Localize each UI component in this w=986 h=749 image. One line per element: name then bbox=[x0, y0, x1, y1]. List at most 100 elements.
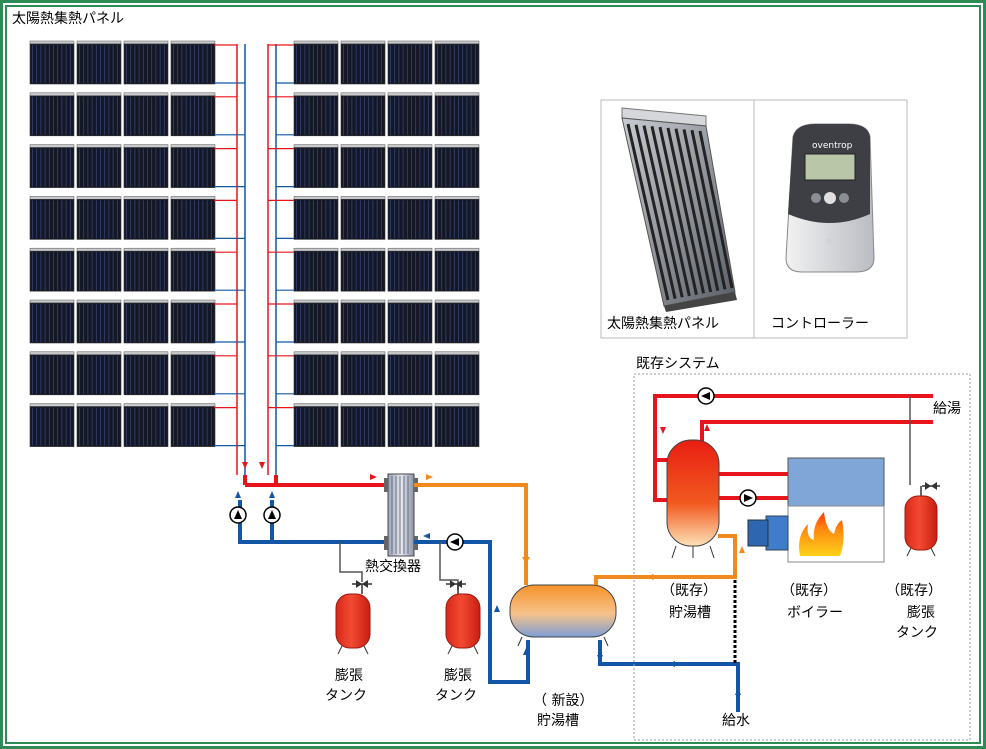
collector-panel bbox=[76, 92, 122, 137]
expansion-tank-1-label-line2: タンク bbox=[325, 688, 367, 704]
water-supply-label: 給水 bbox=[722, 713, 750, 729]
collector-panel bbox=[387, 247, 433, 292]
existing-boiler-label-line1: （既存） bbox=[781, 583, 837, 599]
collector-panel bbox=[170, 196, 216, 240]
collector-panel bbox=[434, 403, 480, 447]
collector-panel bbox=[293, 40, 339, 85]
collector-panel bbox=[76, 144, 122, 188]
expansion-tank-1-label-line1: 膨張 bbox=[335, 667, 363, 684]
flow-arrows-small bbox=[235, 462, 433, 539]
collector-array-right bbox=[293, 40, 480, 447]
collector-panel bbox=[340, 351, 386, 396]
collector-tube bbox=[674, 128, 713, 293]
collector-tube bbox=[698, 130, 734, 289]
collector-panel bbox=[340, 299, 386, 344]
new-storage-tank bbox=[509, 584, 617, 647]
new-tank-label-line2: 貯湯槽 bbox=[537, 712, 579, 729]
collector-panel bbox=[123, 196, 169, 240]
collector-panel bbox=[387, 144, 433, 188]
collector-panel bbox=[170, 92, 216, 137]
collector-panel bbox=[123, 403, 169, 447]
existing-boiler-label-line2: ボイラー bbox=[787, 605, 843, 621]
secondary-pump bbox=[446, 533, 464, 551]
existing-expansion-tank bbox=[904, 482, 940, 557]
existing-pump-top bbox=[697, 387, 715, 405]
collector-feed-lines bbox=[214, 44, 294, 447]
transfer-pipe bbox=[594, 534, 745, 585]
collector-panel bbox=[170, 351, 216, 396]
collector-tube bbox=[650, 126, 691, 297]
collector-panel bbox=[29, 196, 75, 240]
solar-pump-1 bbox=[229, 506, 247, 524]
collector-panel bbox=[29, 144, 75, 188]
inner-border bbox=[5, 5, 981, 744]
heat-exchanger bbox=[384, 473, 418, 557]
solar-panel-photo bbox=[621, 107, 737, 312]
heat-exchanger-label: 熱交換器 bbox=[365, 558, 421, 575]
collector-panel bbox=[29, 92, 75, 137]
collector-panel bbox=[293, 144, 339, 188]
controller-brand: oventrop bbox=[812, 141, 853, 151]
collector-tube bbox=[634, 124, 677, 299]
existing-storage-tank bbox=[666, 439, 720, 559]
collector-panel bbox=[170, 144, 216, 188]
new-tank-label-line1: （ 新設） bbox=[533, 693, 593, 709]
collector-panel bbox=[387, 403, 433, 447]
collector-panel bbox=[29, 40, 75, 85]
collector-panel bbox=[76, 40, 122, 85]
existing-system-box bbox=[633, 373, 971, 741]
solar-pump-2 bbox=[263, 506, 281, 524]
collector-panel bbox=[293, 196, 339, 240]
collector-panel bbox=[293, 299, 339, 344]
collector-panel bbox=[293, 403, 339, 447]
expansion-tank-2 bbox=[445, 580, 481, 655]
expansion-tank-2-label-line2: タンク bbox=[435, 688, 477, 704]
existing-tank-label-line2: 貯湯槽 bbox=[669, 604, 711, 621]
collector-panel bbox=[123, 144, 169, 188]
hot-water-supply-label: 給湯 bbox=[933, 400, 961, 417]
collector-panel bbox=[123, 247, 169, 292]
collector-panel bbox=[434, 92, 480, 137]
collector-tube bbox=[690, 129, 727, 290]
collector-panel bbox=[434, 299, 480, 344]
collector-panel bbox=[170, 299, 216, 344]
collector-panel bbox=[29, 299, 75, 344]
collector-panel bbox=[170, 247, 216, 292]
collector-panel bbox=[293, 351, 339, 396]
expansion-tank-1 bbox=[335, 580, 372, 655]
collector-panel bbox=[387, 299, 433, 344]
collector-panel bbox=[340, 196, 386, 240]
collector-panel bbox=[387, 40, 433, 85]
collector-panel bbox=[170, 403, 216, 447]
collector-panel bbox=[434, 40, 480, 85]
existing-expansion-label-line3: タンク bbox=[896, 625, 938, 641]
controller-photo-caption: コントローラー bbox=[771, 316, 869, 332]
collector-panel bbox=[123, 40, 169, 85]
collector-tube bbox=[682, 129, 720, 291]
collector-array-left bbox=[29, 40, 216, 447]
collector-panel bbox=[123, 92, 169, 137]
collector-panel bbox=[123, 299, 169, 344]
collector-panel bbox=[76, 196, 122, 240]
collector-tube bbox=[626, 123, 670, 301]
collector-panel bbox=[29, 351, 75, 396]
collector-panel bbox=[76, 351, 122, 396]
collector-panel bbox=[76, 247, 122, 292]
secondary-loop-pipes bbox=[414, 483, 530, 684]
page-title: 太陽熱集熱パネル bbox=[12, 10, 124, 27]
collector-panel bbox=[387, 196, 433, 240]
solar-panel-photo-caption: 太陽熱集熱パネル bbox=[607, 315, 719, 332]
collector-panel bbox=[340, 144, 386, 188]
collector-panel bbox=[76, 299, 122, 344]
collector-panel bbox=[340, 403, 386, 447]
collector-panel bbox=[340, 40, 386, 85]
collector-panel bbox=[434, 144, 480, 188]
collector-tube bbox=[658, 126, 698, 295]
existing-expansion-label-line1: （既存） bbox=[886, 583, 942, 599]
collector-panel bbox=[340, 247, 386, 292]
collector-panel bbox=[434, 196, 480, 240]
collector-panel bbox=[293, 247, 339, 292]
collector-panel bbox=[434, 247, 480, 292]
